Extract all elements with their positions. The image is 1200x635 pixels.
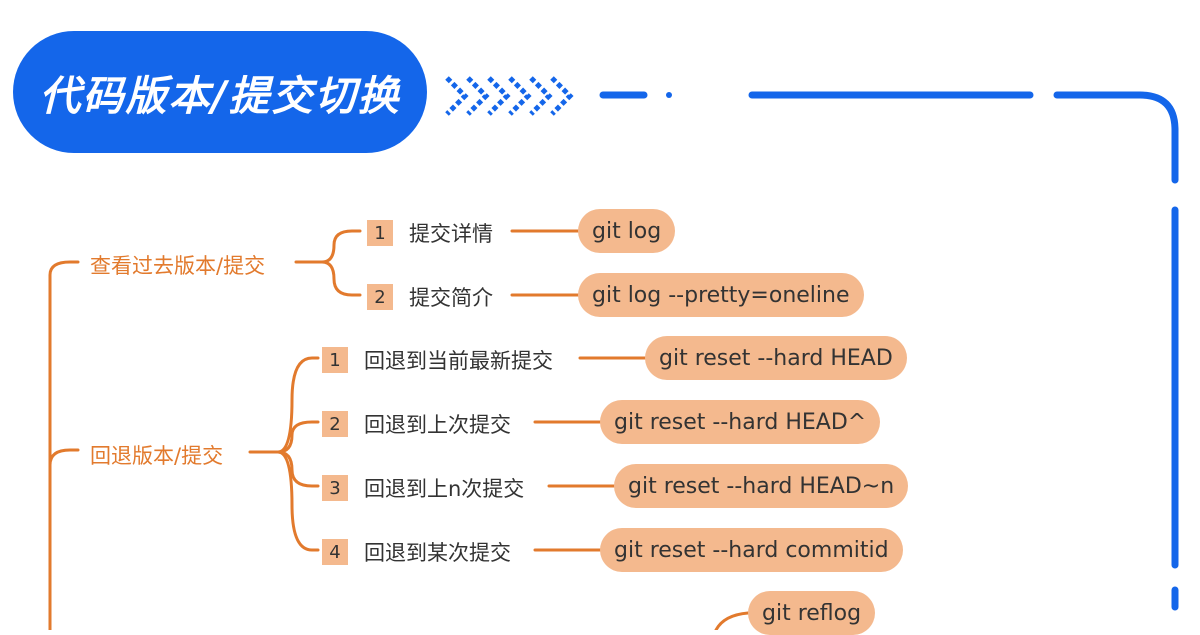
command-node: git reset --hard HEAD~n bbox=[614, 464, 909, 508]
command-node: git log bbox=[578, 209, 676, 253]
page-title: 代码版本/提交切换 bbox=[13, 31, 427, 153]
list-item: 2 回退到上次提交 bbox=[322, 409, 511, 439]
mindmap-branches bbox=[48, 229, 750, 630]
step-number: 1 bbox=[367, 220, 393, 246]
blue-frame bbox=[599, 91, 1179, 611]
list-item: 2 提交简介 bbox=[367, 282, 493, 312]
step-number: 1 bbox=[322, 347, 348, 373]
list-item: 1 提交详情 bbox=[367, 218, 493, 248]
item-label: 回退到当前最新提交 bbox=[364, 349, 553, 373]
chevron-arrows-icon bbox=[445, 76, 574, 116]
command-node: git reset --hard HEAD bbox=[645, 336, 907, 380]
category-view-history: 查看过去版本/提交 bbox=[90, 254, 266, 278]
list-item: 4 回退到某次提交 bbox=[322, 537, 511, 567]
item-label: 提交简介 bbox=[409, 286, 493, 310]
step-number: 3 bbox=[322, 475, 348, 501]
list-item: 1 回退到当前最新提交 bbox=[322, 345, 553, 375]
step-number: 2 bbox=[322, 411, 348, 437]
category-reset-version: 回退版本/提交 bbox=[90, 444, 224, 468]
item-label: 回退到某次提交 bbox=[364, 541, 511, 565]
step-number: 2 bbox=[367, 284, 393, 310]
command-node: git reset --hard commitid bbox=[600, 528, 903, 572]
item-label: 回退到上次提交 bbox=[364, 413, 511, 437]
command-node: git reset --hard HEAD^ bbox=[600, 400, 881, 444]
list-item: 3 回退到上n次提交 bbox=[322, 473, 524, 503]
command-node: git log --pretty=oneline bbox=[578, 273, 864, 317]
item-label: 回退到上n次提交 bbox=[364, 477, 525, 501]
step-number: 4 bbox=[322, 539, 348, 565]
command-node: git reflog bbox=[748, 591, 876, 635]
item-label: 提交详情 bbox=[409, 222, 493, 246]
